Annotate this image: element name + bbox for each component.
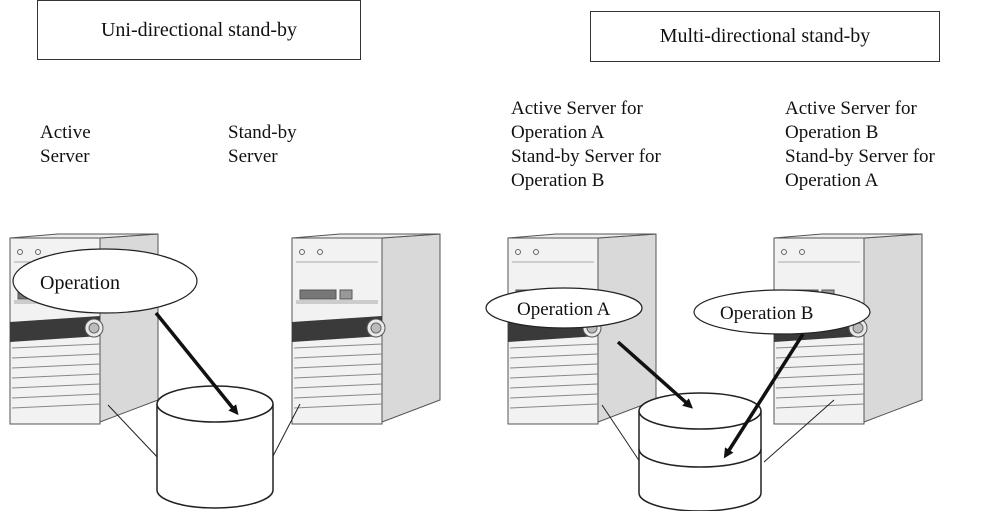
operation-label: Operation xyxy=(40,272,120,294)
operation-b-to-disk-arrow xyxy=(723,333,805,459)
uni-directional-title: Uni-directional stand-by xyxy=(37,0,361,60)
partitioned-disk-icon xyxy=(638,392,762,511)
standby-server-icon xyxy=(291,233,441,425)
shared-disk-icon xyxy=(156,385,274,509)
server-a-disk-connector xyxy=(601,404,641,463)
operation-a-to-disk-arrow xyxy=(616,340,693,409)
server-b-disk-connector xyxy=(763,399,835,463)
server-a-icon xyxy=(507,233,657,425)
multi-directional-title: Multi-directional stand-by xyxy=(590,11,940,62)
active-disk-connector xyxy=(107,404,161,461)
operation-b-label: Operation B xyxy=(720,303,813,324)
standby-server-label: Stand-by Server xyxy=(228,122,297,167)
active-server-label: Active Server xyxy=(40,122,91,167)
operation-a-label: Operation A xyxy=(517,299,611,320)
standby-disk-connector xyxy=(270,403,301,461)
operation-bubble: Operation xyxy=(12,248,198,314)
operation-a-bubble: Operation A xyxy=(485,287,643,329)
operation-b-bubble: Operation B xyxy=(693,289,871,335)
operation-to-disk-arrow xyxy=(154,311,239,416)
server-a-role-label: Active Server for Operation A Stand-by S… xyxy=(511,98,661,191)
server-b-role-label: Active Server for Operation B Stand-by S… xyxy=(785,98,935,191)
